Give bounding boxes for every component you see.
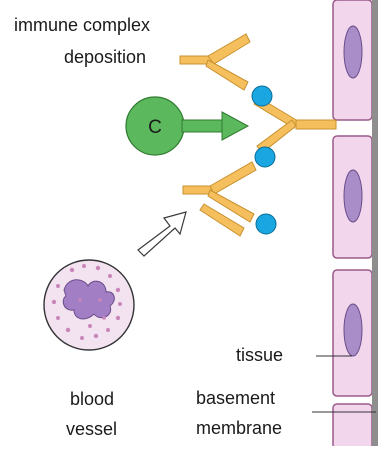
- basement-membrane: [372, 0, 378, 446]
- white-arrow: [138, 212, 186, 256]
- tissue-wall: [333, 0, 378, 446]
- antigen: [255, 147, 275, 167]
- antibody-arm: [206, 60, 248, 90]
- cell-nucleus: [344, 304, 362, 356]
- tissue-label: tissue: [236, 345, 283, 365]
- basement-membrane-label-2: membrane: [196, 418, 282, 438]
- antigen: [256, 214, 276, 234]
- basement-membrane-label-1: basement: [196, 388, 275, 408]
- neutrophil: [44, 260, 134, 350]
- tissue-cell-4: [333, 404, 372, 446]
- antigen: [252, 86, 272, 106]
- blood-vessel-label-1: blood: [70, 389, 114, 409]
- antibody-stem: [296, 120, 336, 129]
- blood-vessel-label-2: vessel: [66, 419, 117, 439]
- title-line-2: deposition: [64, 47, 146, 67]
- migration-arrow: [138, 212, 186, 256]
- antibody-arm: [208, 34, 250, 64]
- cell-nucleus: [344, 170, 362, 222]
- complement-letter: C: [148, 117, 162, 138]
- complement-arrow-shaft: [182, 120, 224, 132]
- antibody-arm: [210, 162, 256, 194]
- complement: C: [126, 97, 248, 155]
- cell-nucleus: [344, 26, 362, 78]
- title-line-1: immune complex: [14, 15, 150, 35]
- immune-complex: [180, 34, 336, 236]
- complement-arrow-head: [222, 112, 248, 140]
